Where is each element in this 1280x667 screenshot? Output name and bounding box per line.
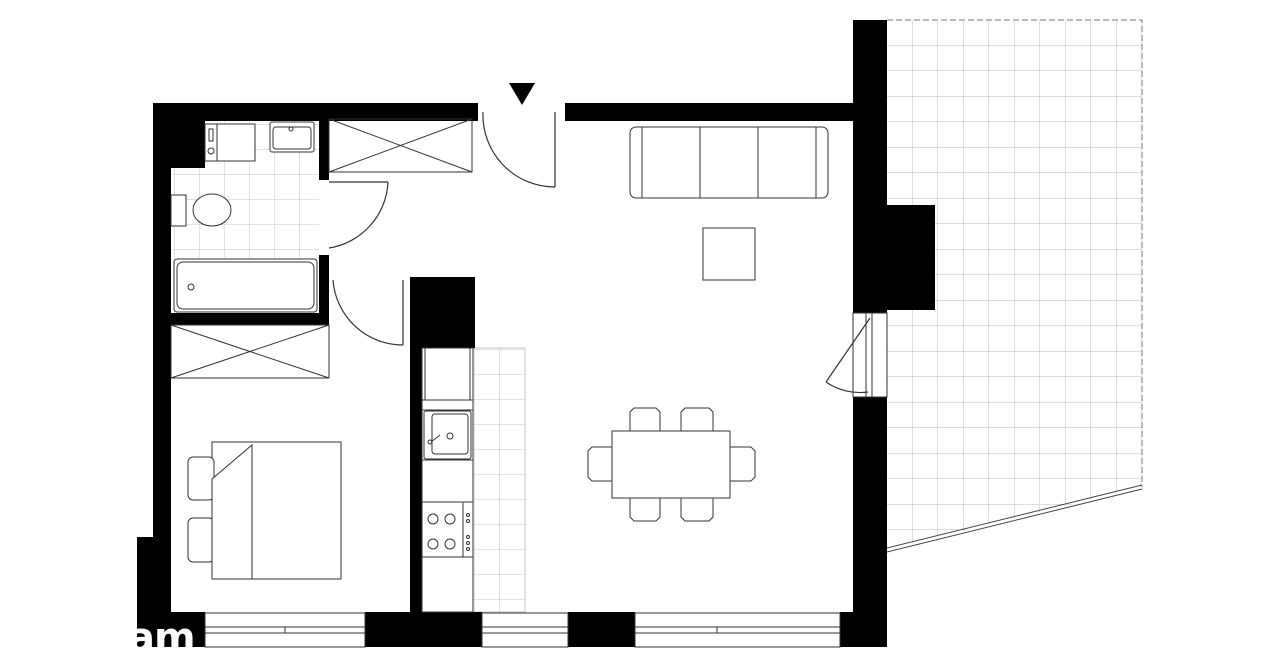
bathroom-fixtures (170, 121, 318, 313)
bed (187, 441, 342, 580)
balcony (886, 19, 1143, 553)
entrance-arrow-icon (509, 83, 535, 105)
kitchen-tiles (472, 347, 526, 613)
doors[interactable] (328, 111, 871, 394)
coffee-table (702, 227, 756, 281)
wardrobes (170, 118, 473, 379)
windows (204, 312, 888, 648)
dining-set (587, 407, 756, 522)
walls (137, 20, 935, 647)
watermark-logo: am (128, 615, 195, 661)
sofa (629, 126, 829, 199)
kitchen (421, 347, 474, 613)
